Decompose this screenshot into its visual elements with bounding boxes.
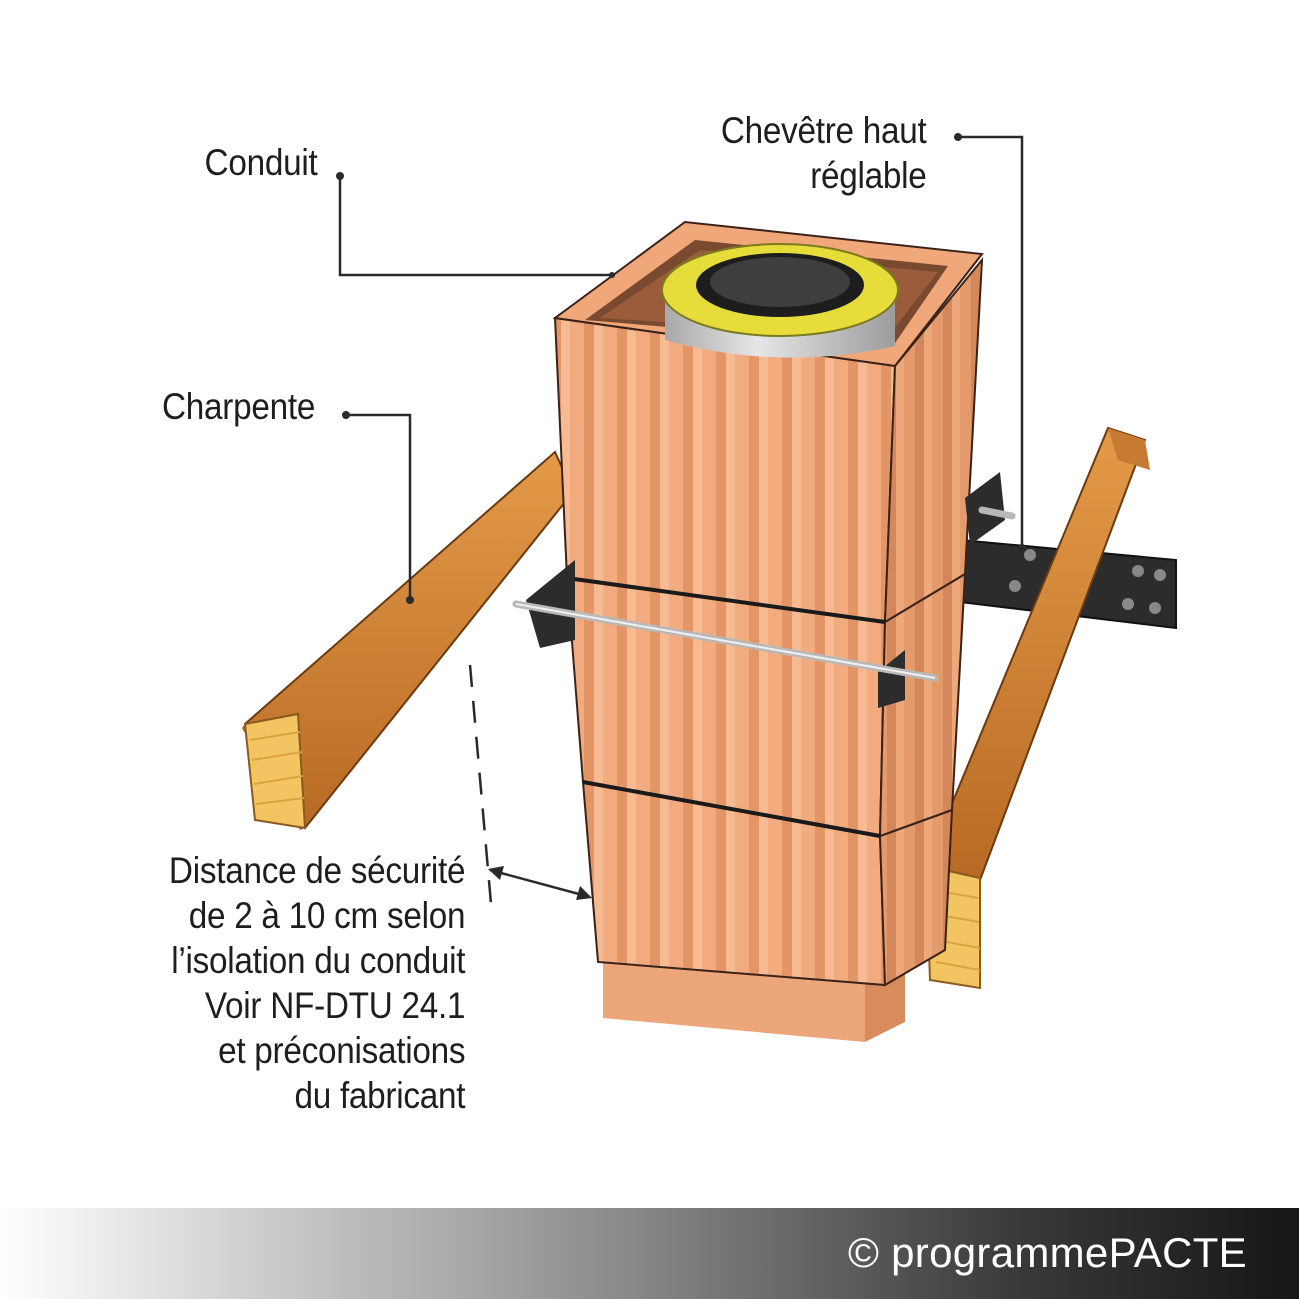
label-charpente: Charpente [162, 384, 315, 429]
distance-arrow [489, 868, 591, 899]
label-conduit: Conduit [204, 140, 317, 185]
distance-dashed-line [468, 664, 494, 916]
charpente-leader [346, 413, 412, 600]
chevetre-leader [958, 135, 1024, 548]
leader-dots [336, 133, 1026, 900]
label-distance-line-6: du fabricant [294, 1075, 465, 1116]
copyright-text: © programmePACTE [847, 1229, 1247, 1276]
label-distance: Distance de sécurité de 2 à 10 cm selon … [168, 848, 466, 1118]
conduit-leader [338, 178, 612, 277]
label-distance-line-5: et préconisations [217, 1030, 465, 1071]
label-distance-line-1: Distance de sécurité [168, 850, 466, 891]
label-charpente-text: Charpente [161, 386, 315, 427]
label-conduit-text: Conduit [204, 142, 317, 183]
right-beam [924, 426, 1150, 990]
footer-bar: © programmePACTE [0, 1208, 1299, 1299]
steel-frame [512, 472, 1016, 708]
leader-lines [338, 135, 1024, 916]
left-beam [242, 450, 575, 830]
label-distance-line-3: l’isolation du conduit [171, 940, 466, 981]
flue-conduit [661, 243, 899, 358]
label-distance-line-2: de 2 à 10 cm selon [188, 895, 466, 936]
label-chevetre-line-2: réglable [810, 155, 928, 196]
label-chevetre: Chevêtre haut réglable [721, 108, 927, 198]
label-chevetre-line-1: Chevêtre haut [721, 110, 927, 151]
label-distance-line-4: Voir NF-DTU 24.1 [204, 985, 466, 1026]
